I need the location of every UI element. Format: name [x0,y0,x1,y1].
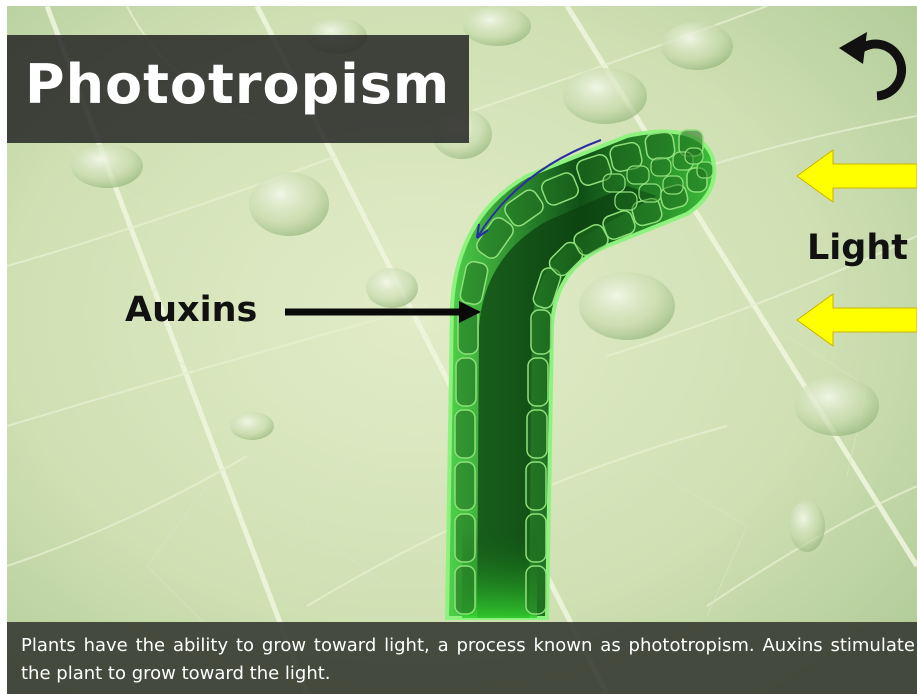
caption-text: Plants have the ability to grow toward l… [21,632,915,688]
phototropism-slide: Phototropism Auxins Light Plants have th… [7,6,917,694]
page-title: Phototropism [25,53,450,116]
auxins-label: Auxins [125,290,257,330]
light-arrow-top [797,150,917,202]
light-arrow-bottom [797,294,917,346]
caption-bar: Plants have the ability to grow toward l… [7,622,917,694]
reset-button[interactable] [833,20,917,104]
light-label: Light [807,228,908,268]
title-banner: Phototropism [7,35,469,143]
undo-arrow-icon [833,20,917,104]
